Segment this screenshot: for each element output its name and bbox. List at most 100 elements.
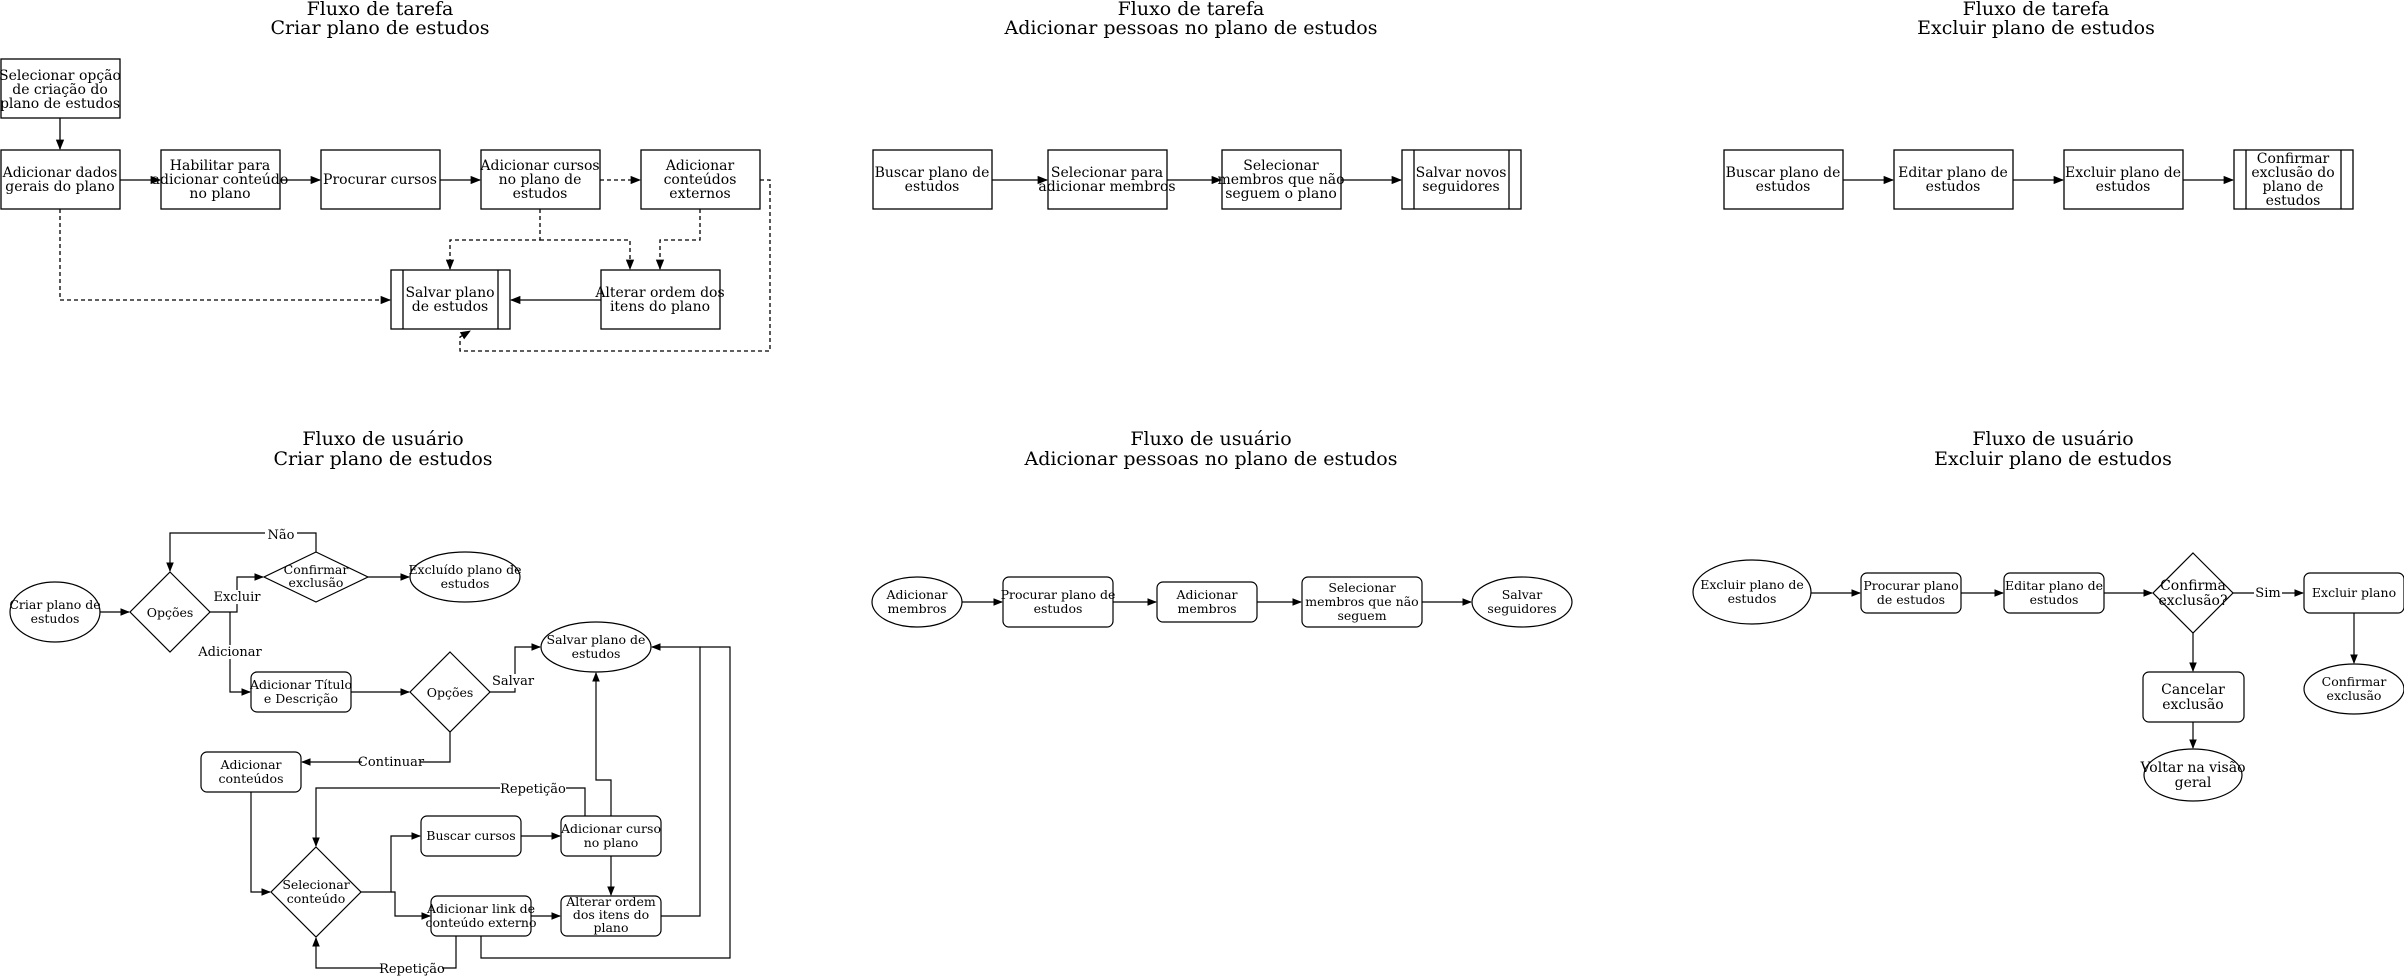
node-reorder	[600, 269, 721, 330]
node-select-content	[270, 846, 362, 938]
label-line: Criar plano de	[9, 597, 100, 612]
label-line: no plano de	[499, 172, 582, 188]
title-line: Fluxo de tarefa	[1963, 0, 2110, 20]
node-add-courses	[480, 149, 601, 210]
label-line: no plano	[189, 186, 250, 202]
edge-label-bg	[265, 527, 297, 541]
node-search-plan	[872, 149, 993, 210]
label-line: estudos	[1728, 591, 1777, 606]
node-select-add	[1047, 149, 1168, 210]
label-line: Procurar plano	[1863, 578, 1958, 593]
label-line: estudos	[2030, 592, 2079, 607]
label-line: membros que não	[1305, 594, 1418, 609]
title-line: Fluxo de usuário	[1972, 428, 2133, 450]
edge	[59, 209, 392, 305]
label-line: e Descrição	[264, 691, 338, 706]
title-line: Fluxo de usuário	[302, 428, 463, 450]
label-line: Salvar plano	[405, 285, 494, 301]
label-line: gerais do plano	[5, 179, 114, 195]
edge-label-salvar: Salvar	[492, 674, 535, 689]
title-line: Excluir plano de estudos	[1917, 17, 2155, 39]
node-add-external	[640, 149, 761, 210]
edge	[166, 532, 317, 572]
label-line: de criação do	[12, 82, 108, 98]
label-line: Habilitar para	[170, 158, 270, 174]
label-line: Buscar plano de	[875, 165, 990, 181]
label-line: plano	[593, 920, 628, 935]
edge	[361, 832, 421, 893]
label-line: de estudos	[412, 299, 488, 315]
task-flow-add	[872, 149, 1522, 210]
label-line: Confirmar	[2257, 151, 2330, 167]
label-line: estudos	[31, 611, 80, 626]
section-title-user-create: Fluxo de usuário Criar plano de estudos	[273, 428, 492, 470]
label-line: externos	[669, 186, 730, 202]
label-line: Adicionar cursos	[479, 158, 599, 174]
label-line: Confirmar	[2322, 674, 2387, 689]
label-line: membros	[1177, 601, 1236, 616]
label-line: exclusão?	[2159, 593, 2228, 609]
node-save-plan	[540, 621, 652, 673]
label-line: estudos	[572, 646, 621, 661]
task-flow-create	[0, 58, 771, 352]
edge	[651, 643, 701, 917]
label-line: exclusão	[289, 575, 344, 590]
edge	[655, 209, 701, 271]
node-select-option	[0, 58, 121, 119]
node-save-followers	[1471, 576, 1573, 628]
label-line: Adicionar dados	[2, 165, 118, 181]
node-select-members	[1221, 149, 1342, 210]
node-label: Buscar cursos	[426, 828, 515, 843]
label-line: Alterar ordem dos	[594, 285, 724, 301]
label-line: estudos	[1926, 179, 1981, 195]
label-line: estudos	[513, 186, 568, 202]
section-title-task-create: Fluxo de tarefa Criar plano de estudos	[270, 0, 489, 39]
label-line: Voltar na visão	[2139, 760, 2245, 776]
title-line: Criar plano de estudos	[270, 17, 489, 39]
label-line: seguem o plano	[1225, 186, 1337, 202]
edge	[459, 179, 771, 352]
label-line: geral	[2175, 775, 2212, 791]
node-label: Opções	[147, 605, 194, 620]
label-line: adicionar membros	[1038, 179, 1175, 195]
edge-label-bg	[202, 645, 258, 659]
edge-label-nao: Não	[268, 528, 295, 543]
node-confirm	[2303, 663, 2404, 715]
label-line: seguem	[1337, 608, 1386, 623]
edge-label-bg	[500, 781, 566, 796]
user-flow-add	[871, 576, 1573, 628]
label-line: Selecionar opção	[0, 68, 121, 84]
label-line: conteúdo externo	[426, 915, 537, 930]
user-flow-create	[9, 532, 731, 969]
title-line: Excluir plano de estudos	[1934, 448, 2172, 470]
edge-label-bg	[382, 961, 442, 976]
edge-label-continuar: Continuar	[358, 755, 425, 770]
edge	[592, 672, 612, 816]
node-start	[1692, 559, 1812, 625]
edge	[312, 787, 586, 847]
label-line: Adicionar	[885, 587, 947, 602]
label-line: Selecionar	[1328, 580, 1395, 595]
